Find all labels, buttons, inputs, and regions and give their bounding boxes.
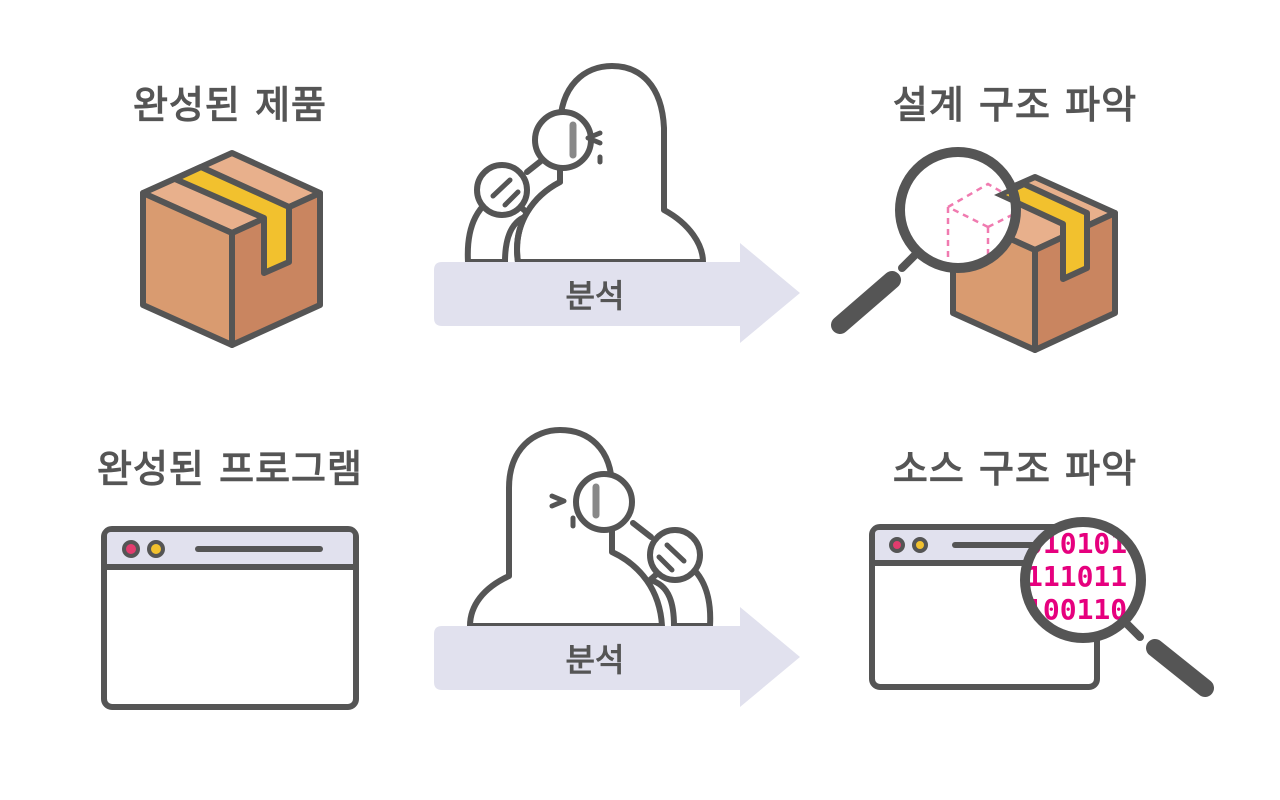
analysis-arrow-label: 분석 — [566, 277, 625, 315]
analysis-arrow — [434, 607, 800, 707]
binary-line: 111011 — [1026, 560, 1127, 593]
window-close-dot — [889, 537, 905, 553]
analyst-character-icon — [464, 63, 706, 262]
finished-program-title: 완성된 프로그램 — [97, 447, 363, 491]
cardboard-box-icon — [140, 150, 323, 348]
source-structure-title: 소스 구조 파악 — [892, 447, 1138, 491]
window-minimize-dot — [912, 537, 928, 553]
analyst-character-icon — [467, 427, 714, 626]
magnifying-glass-icon — [831, 147, 1021, 334]
magnifying-glass-icon: 010101 111011 100110 — [1020, 517, 1214, 697]
program-window-icon — [101, 526, 359, 710]
window-close-dot — [122, 540, 140, 558]
finished-product-title: 완성된 제품 — [132, 83, 328, 127]
window-minimize-dot — [147, 540, 165, 558]
analysis-arrow-label: 분석 — [566, 641, 625, 679]
design-structure-title: 설계 구조 파악 — [892, 83, 1138, 127]
analysis-arrow — [434, 243, 800, 343]
